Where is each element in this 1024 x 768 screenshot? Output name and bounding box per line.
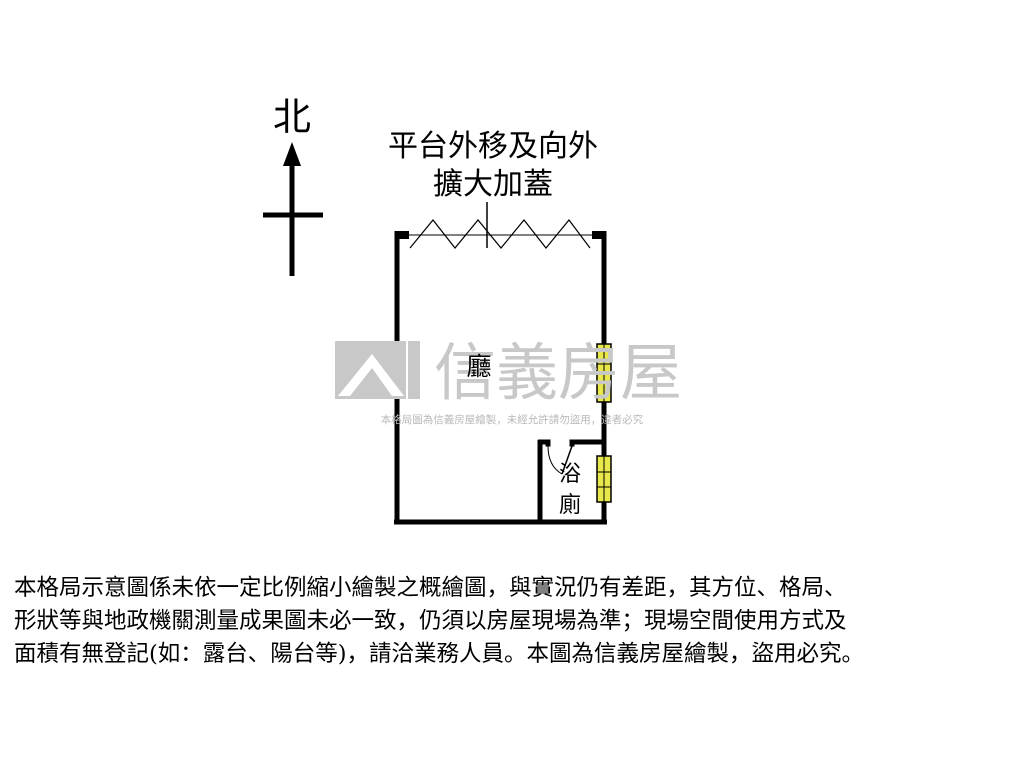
north-compass: 北 — [263, 95, 323, 276]
floor-plan: 北 平台外移及向外 擴大加蓋 — [263, 95, 682, 525]
annotation-line-2: 擴大加蓋 — [433, 167, 553, 202]
compass-north-label: 北 — [273, 95, 311, 139]
top-opening — [395, 219, 606, 249]
window-lower — [596, 455, 612, 503]
watermark-notice: 本格局圖為信義房屋繪製，未經允許請勿盜用，違者必究 — [381, 413, 644, 426]
door-swing-arc — [547, 445, 563, 475]
watermark-logo-icon — [335, 341, 420, 399]
disclaimer: 本格局示意圖係未依一定比例縮小繪製之概繪圖，與實況仍有差距，其方位、格局、 形狀… — [14, 572, 1010, 671]
annotation: 平台外移及向外 擴大加蓋 — [388, 129, 598, 248]
watermark: 信義房屋 本格局圖為信義房屋繪製，未經允許請勿盜用，違者必究 — [335, 336, 682, 426]
door-jamb-right — [569, 439, 575, 447]
room-label-living: 廳 — [466, 352, 491, 381]
room-label-bath-line-1: 浴 — [559, 462, 581, 487]
north-arrow-icon — [283, 142, 301, 166]
opening-left-post — [395, 231, 409, 239]
room-label-bath-line-2: 廁 — [559, 493, 581, 518]
opening-right-post — [592, 231, 606, 239]
door-leaf — [561, 445, 573, 475]
annotation-line-1: 平台外移及向外 — [388, 129, 598, 164]
window-upper — [596, 343, 612, 403]
watermark-brand: 信義房屋 — [434, 336, 682, 409]
disclaimer-line-3: 面積有無登記(如：露台、陽台等)，請洽業務人員。本圖為信義房屋繪製，盜用必究。 — [14, 641, 865, 667]
disclaimer-line-1: 本格局示意圖係未依一定比例縮小繪製之概繪圖，與實況仍有差距，其方位、格局、 — [14, 575, 847, 601]
door-jamb-left — [545, 439, 551, 447]
bathroom-door — [545, 439, 575, 475]
disclaimer-line-2: 形狀等與地政機關測量成果圖未必一致，仍須以房屋現場為準；現場空間使用方式及 — [14, 608, 847, 634]
zigzag-break-line — [409, 219, 591, 249]
